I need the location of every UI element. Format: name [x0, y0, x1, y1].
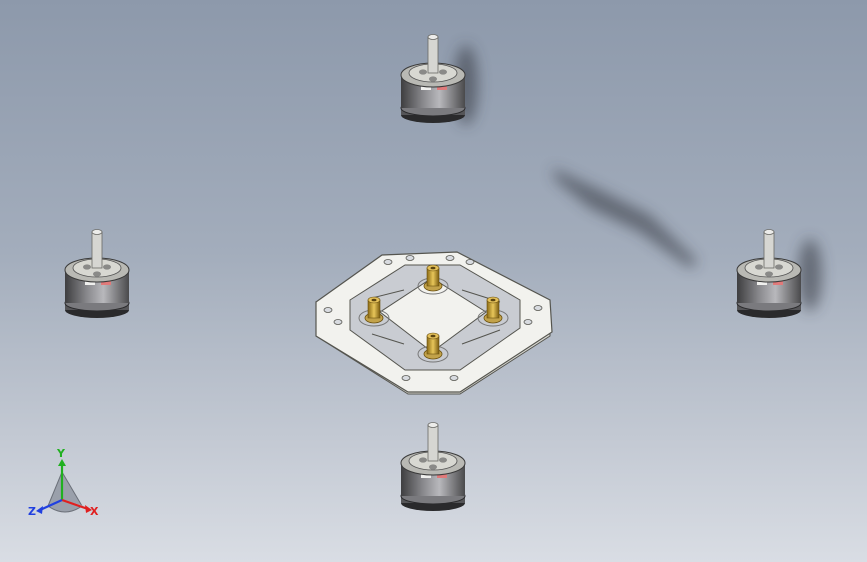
motor-icon-right[interactable]: [736, 229, 802, 319]
coordinate-triad-icon: [36, 459, 92, 514]
motor-icon-left[interactable]: [64, 229, 130, 319]
motor-icon-top[interactable]: [400, 34, 466, 124]
frame-plate-icon[interactable]: [315, 251, 553, 395]
motor-icon-bottom[interactable]: [400, 422, 466, 512]
axis-z-label: Z: [28, 505, 36, 518]
axis-x-label: X: [90, 505, 99, 518]
axis-y-label: Y: [57, 447, 65, 460]
